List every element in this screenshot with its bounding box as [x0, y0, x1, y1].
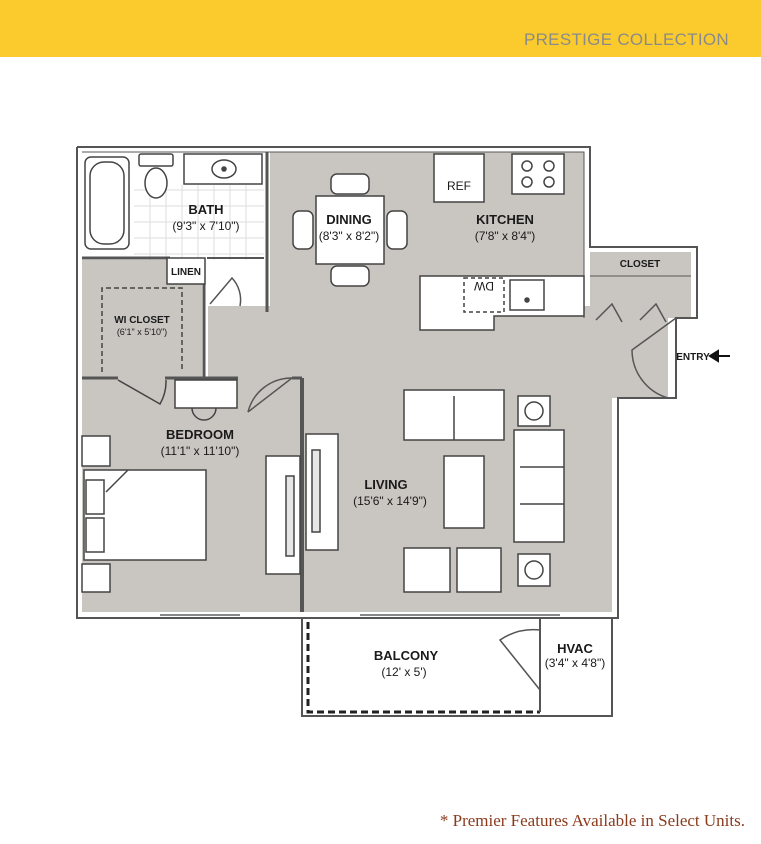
wi-closet-door-swing	[117, 379, 167, 406]
bath-size: (9'3" x 7'10")	[172, 219, 239, 233]
living-furniture	[305, 389, 565, 593]
bed-sheet-fold	[105, 469, 129, 493]
nightstand-bottom	[81, 563, 111, 593]
pillow-bottom	[85, 517, 105, 553]
range	[511, 153, 565, 195]
kitchen-fixtures	[419, 153, 585, 331]
burner-4	[543, 176, 555, 188]
dining-chair-right	[386, 210, 408, 250]
wi-closet-size: (6'1" x 5'10")	[117, 327, 167, 337]
dining-chair-left	[292, 210, 314, 250]
vanity-drain	[221, 166, 227, 172]
bedroom-closet-door-frame	[174, 379, 238, 409]
linen-label: LINEN	[171, 267, 201, 278]
interior-wall-outline	[82, 151, 585, 318]
armchair-left	[403, 547, 451, 593]
dining-table	[315, 195, 385, 265]
balcony-railing	[306, 622, 540, 714]
dresser	[265, 455, 301, 575]
bedroom-furniture	[81, 379, 301, 593]
refrigerator	[433, 153, 485, 203]
lamp-top	[524, 401, 544, 421]
tv	[311, 449, 321, 533]
burner-1	[521, 160, 533, 172]
burner-3	[521, 176, 533, 188]
hvac-size: (3'4" x 4'8")	[545, 656, 605, 670]
armchair-right	[456, 547, 502, 593]
bathtub-basin	[89, 161, 125, 245]
premier-features-footnote: * Premier Features Available in Select U…	[439, 811, 745, 830]
bedroom-tv	[285, 475, 295, 557]
dw-label: DW	[473, 279, 494, 293]
closet-door-right	[639, 302, 667, 323]
bath-fixtures	[84, 153, 263, 250]
living-size: (15'6" x 14'9")	[353, 494, 427, 508]
linen-shelf	[166, 257, 206, 285]
dining-chair-bottom	[330, 265, 370, 287]
bath-label: BATH	[188, 202, 223, 217]
bath-vanity-niche	[191, 407, 217, 421]
end-table-bottom	[517, 553, 551, 587]
bath-door-swing	[209, 276, 242, 307]
bedroom-label: BEDROOM	[166, 427, 234, 442]
nightstand-top	[81, 435, 111, 467]
dining-chair-top	[330, 173, 370, 195]
header-banner: PRESTIGE COLLECTION	[0, 0, 761, 57]
wi-closet-label: WI CLOSET	[114, 315, 170, 326]
kitchen-sink	[509, 279, 545, 311]
bedroom-size: (11'1" x 11'10")	[161, 444, 240, 458]
kitchen-size: (7'8" x 8'4")	[475, 229, 535, 243]
tv-stand	[305, 433, 339, 551]
coffee-table	[443, 455, 485, 529]
ref-label: REF	[447, 179, 471, 193]
lamp-bottom	[524, 560, 544, 580]
kitchen-label: KITCHEN	[476, 212, 534, 227]
toilet-tank	[138, 153, 174, 167]
entry-arrow-icon	[708, 349, 730, 363]
closet-door-left	[595, 302, 623, 323]
wi-closet-fixtures	[101, 287, 183, 406]
entry-closet-floor	[590, 252, 691, 398]
closet-label: CLOSET	[620, 259, 661, 270]
dining-set	[292, 173, 408, 287]
balcony-size: (12' x 5')	[381, 665, 426, 679]
hvac-label: HVAC	[557, 641, 593, 656]
collection-title: PRESTIGE COLLECTION	[523, 30, 729, 49]
toilet-bowl	[144, 167, 168, 199]
balcony-wall	[301, 618, 613, 717]
entry-door-swing	[631, 317, 677, 399]
balcony-label: BALCONY	[374, 648, 439, 663]
dining-label: DINING	[326, 212, 372, 227]
linen-closet	[166, 257, 206, 285]
sofa	[513, 429, 565, 543]
dishwasher	[463, 277, 505, 313]
kitchen-drain	[524, 297, 530, 303]
hvac-door-swing	[498, 628, 541, 691]
closet-rod	[101, 287, 183, 372]
room-labels: BATH (9'3" x 7'10") DINING (8'3" x 8'2")…	[114, 179, 710, 679]
bedroom-door-swing	[247, 377, 295, 413]
dining-size: (8'3" x 8'2")	[319, 229, 379, 243]
balcony	[160, 614, 613, 717]
entry-label: ENTRY	[676, 352, 710, 363]
burner-2	[543, 160, 555, 172]
pillow-top	[85, 479, 105, 515]
living-label: LIVING	[364, 477, 407, 492]
door-swings	[247, 302, 677, 413]
